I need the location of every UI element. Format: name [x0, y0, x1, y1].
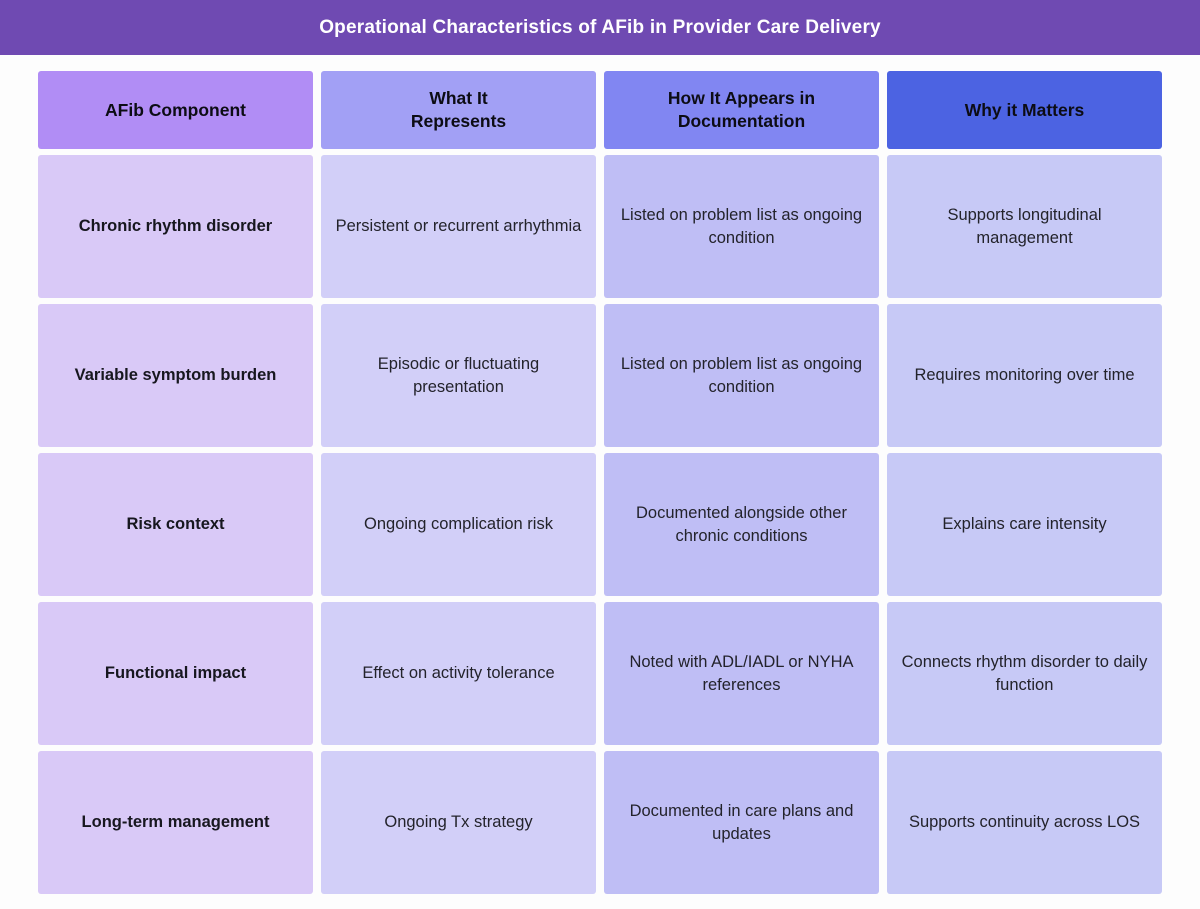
table-cell-row1-documentation: Listed on problem list as ongoing condit…: [604, 155, 879, 298]
title-banner: Operational Characteristics of AFib in P…: [0, 0, 1200, 55]
column-header-afib-component: AFib Component: [38, 71, 313, 149]
table-cell-row3-represents: Ongoing complication risk: [321, 453, 596, 596]
table-cell-row1-component: Chronic rhythm disorder: [38, 155, 313, 298]
afib-characteristics-table: AFib Component What It Represents How It…: [38, 71, 1162, 894]
table-cell-row5-matters: Supports continuity across LOS: [887, 751, 1162, 894]
table-cell-row1-represents: Persistent or recurrent arrhythmia: [321, 155, 596, 298]
table-cell-row2-matters: Requires monitoring over time: [887, 304, 1162, 447]
table-cell-row3-documentation: Documented alongside other chronic condi…: [604, 453, 879, 596]
column-header-why-it-matters: Why it Matters: [887, 71, 1162, 149]
table-cell-row5-represents: Ongoing Tx strategy: [321, 751, 596, 894]
table-cell-row4-component: Functional impact: [38, 602, 313, 745]
table-cell-row1-matters: Supports longitudinal management: [887, 155, 1162, 298]
table-cell-row2-represents: Episodic or fluctuating presentation: [321, 304, 596, 447]
table-cell-row5-component: Long-term management: [38, 751, 313, 894]
page-title: Operational Characteristics of AFib in P…: [319, 16, 881, 38]
table-cell-row3-matters: Explains care intensity: [887, 453, 1162, 596]
table-cell-row5-documentation: Documented in care plans and updates: [604, 751, 879, 894]
table-cell-row4-documentation: Noted with ADL/IADL or NYHA references: [604, 602, 879, 745]
table-cell-row2-documentation: Listed on problem list as ongoing condit…: [604, 304, 879, 447]
table-cell-row2-component: Variable symptom burden: [38, 304, 313, 447]
column-header-what-it-represents: What It Represents: [321, 71, 596, 149]
column-header-how-it-appears: How It Appears in Documentation: [604, 71, 879, 149]
table-cell-row4-matters: Connects rhythm disorder to daily functi…: [887, 602, 1162, 745]
table-cell-row3-component: Risk context: [38, 453, 313, 596]
table-container: AFib Component What It Represents How It…: [0, 55, 1200, 894]
table-cell-row4-represents: Effect on activity tolerance: [321, 602, 596, 745]
